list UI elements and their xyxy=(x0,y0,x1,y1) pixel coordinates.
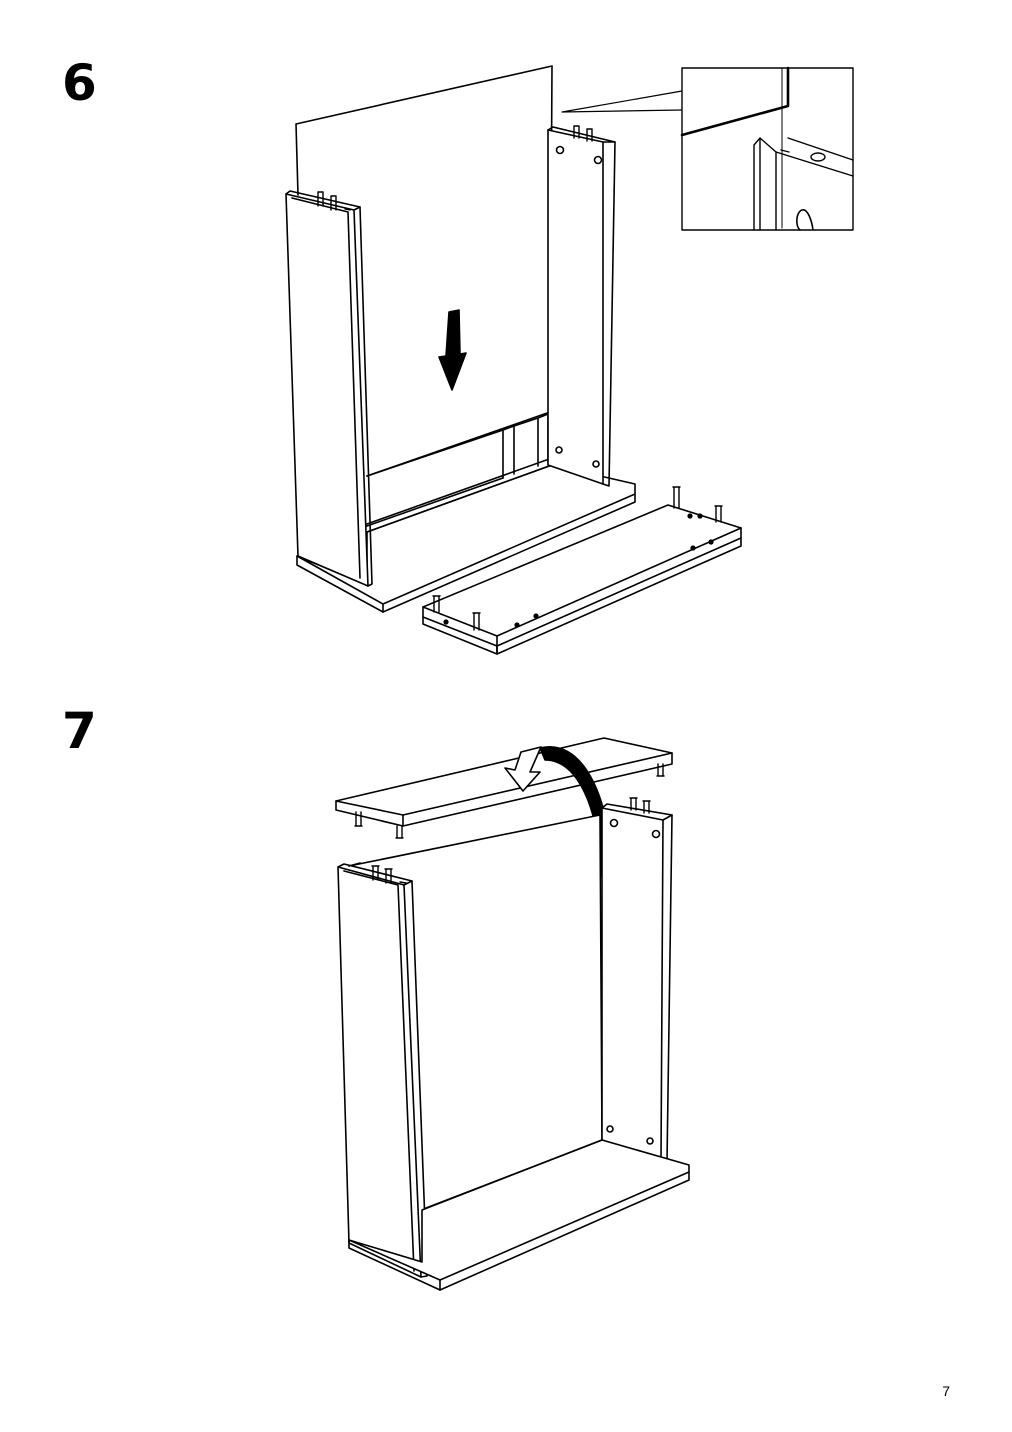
dowel-icon xyxy=(433,487,722,630)
panel-grooves xyxy=(367,414,548,526)
dowel-icon xyxy=(355,764,664,838)
right-side-panel xyxy=(548,126,615,486)
step-7-number: 7 xyxy=(62,702,97,760)
arrow-down-icon xyxy=(439,310,466,390)
left-side-panel xyxy=(286,191,372,586)
dowel-icon xyxy=(372,866,406,883)
step-6-number: 6 xyxy=(62,54,97,112)
step-6-illustration xyxy=(0,0,1012,720)
dowel-icon xyxy=(574,126,592,141)
dowel-icon xyxy=(630,798,650,813)
left-side-panel xyxy=(338,864,427,1277)
base-board xyxy=(349,1140,689,1290)
top-rail xyxy=(423,487,741,654)
top-shelf xyxy=(336,738,672,838)
magnifier-detail-inset xyxy=(562,68,853,230)
dowel-icon xyxy=(318,192,350,210)
right-side-panel xyxy=(602,798,672,1162)
page-number: 7 xyxy=(942,1383,950,1399)
